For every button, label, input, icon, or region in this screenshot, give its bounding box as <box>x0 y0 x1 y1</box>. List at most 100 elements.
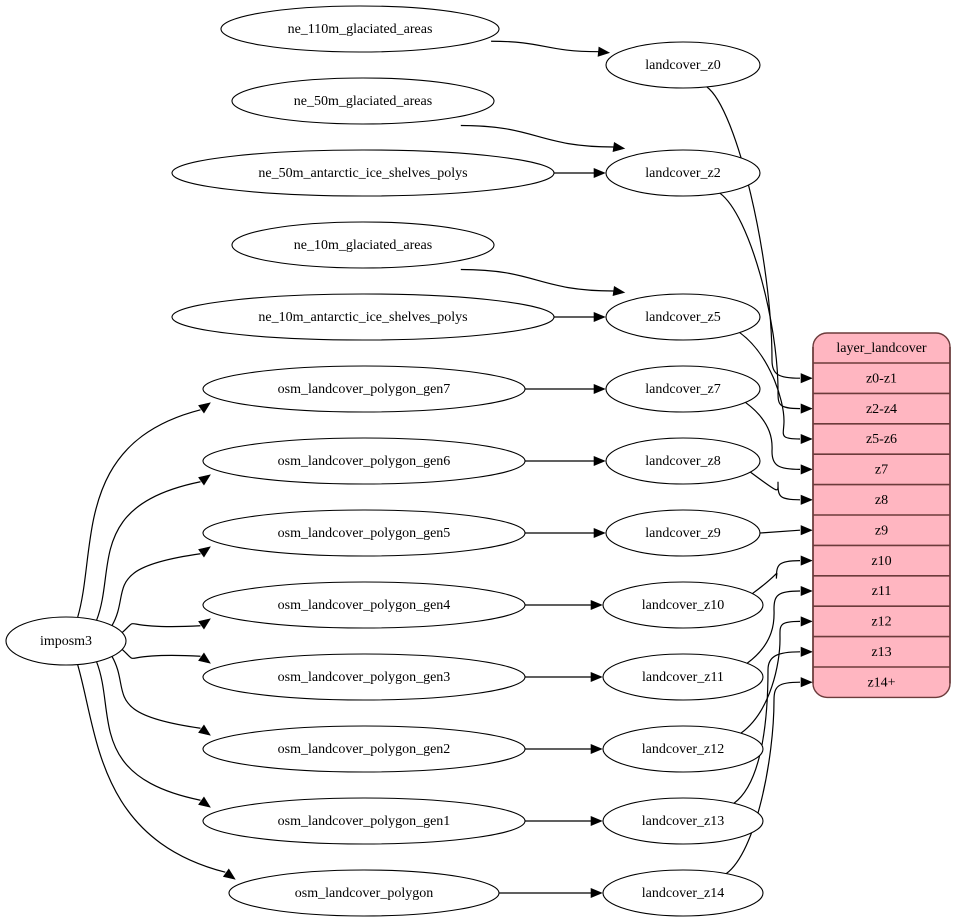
table-row-z10[interactable]: z10 <box>871 554 891 569</box>
node-osm_landcover_polygon_gen1[interactable]: osm_landcover_polygon_gen1 <box>202 797 526 845</box>
node-ellipse <box>171 293 555 341</box>
edge-arrowhead <box>198 618 211 630</box>
edge-arrowhead <box>590 671 603 683</box>
node-label: imposm3 <box>40 634 92 649</box>
node-ne_50m_antarctic_ice_shelves_polys[interactable]: ne_50m_antarctic_ice_shelves_polys <box>171 149 555 197</box>
node-label: landcover_z7 <box>645 382 720 397</box>
node-ellipse <box>202 365 526 413</box>
node-label: landcover_z9 <box>645 526 720 541</box>
edge-ne_50m_glaciated_areas-to-landcover_z2 <box>460 124 614 148</box>
node-ellipse <box>228 869 500 917</box>
table-header-label: layer_landcover <box>836 341 927 356</box>
table-row-z0-z1[interactable]: z0-z1 <box>866 371 897 386</box>
node-ellipse <box>202 653 526 701</box>
node-osm_landcover_polygon[interactable]: osm_landcover_polygon <box>228 869 500 917</box>
node-label: ne_50m_antarctic_ice_shelves_polys <box>258 166 467 181</box>
node-ellipse <box>202 797 526 845</box>
table-row-z8[interactable]: z8 <box>875 493 888 508</box>
edge-arrowhead <box>800 555 813 566</box>
edge-arrowhead <box>593 383 606 395</box>
node-ellipse <box>605 365 761 413</box>
table-row-z9[interactable]: z9 <box>875 523 888 538</box>
edge-arrowhead <box>800 616 813 627</box>
edge-arrowhead <box>198 724 211 736</box>
edge-imposm3-to-osm_landcover_polygon_gen6 <box>95 481 201 621</box>
edge-layer <box>77 40 813 899</box>
edge-landcover_z7-to-row-z7 <box>745 401 801 470</box>
node-osm_landcover_polygon_gen4[interactable]: osm_landcover_polygon_gen4 <box>202 581 526 629</box>
layer-landcover-table: layer_landcover z0-z1 z2-z4 z5-z6 z7 z8 z9 z10 z… <box>812 332 951 699</box>
node-landcover_z11[interactable]: landcover_z11 <box>602 653 764 701</box>
node-landcover_z10[interactable]: landcover_z10 <box>602 581 764 629</box>
node-ellipse <box>602 725 764 773</box>
node-landcover_z2[interactable]: landcover_z2 <box>605 149 761 197</box>
node-osm_landcover_polygon_gen2[interactable]: osm_landcover_polygon_gen2 <box>202 725 526 773</box>
table-row-z12[interactable]: z12 <box>871 615 891 630</box>
node-label: ne_50m_glaciated_areas <box>294 94 432 109</box>
node-label: landcover_z2 <box>645 166 720 181</box>
node-layer: ne_110m_glaciated_areas ne_50m_glaciated_… <box>5 5 764 917</box>
node-ellipse <box>231 77 495 125</box>
edge-arrowhead <box>198 474 211 486</box>
table-row-z2-z4[interactable]: z2-z4 <box>866 402 897 417</box>
node-label: landcover_z12 <box>642 742 724 757</box>
node-ne_10m_antarctic_ice_shelves_polys[interactable]: ne_10m_antarctic_ice_shelves_polys <box>171 293 555 341</box>
node-ne_50m_glaciated_areas[interactable]: ne_50m_glaciated_areas <box>231 77 495 125</box>
edge-arrowhead <box>800 525 813 536</box>
edge-arrowhead <box>800 677 813 688</box>
table-row-z14+[interactable]: z14+ <box>867 675 895 690</box>
node-osm_landcover_polygon_gen6[interactable]: osm_landcover_polygon_gen6 <box>202 437 526 485</box>
node-label: osm_landcover_polygon_gen7 <box>278 382 451 397</box>
node-ne_10m_glaciated_areas[interactable]: ne_10m_glaciated_areas <box>231 221 495 269</box>
edge-imposm3-to-osm_landcover_polygon <box>77 664 226 873</box>
node-landcover_z7[interactable]: landcover_z7 <box>605 365 761 413</box>
table-row-z11[interactable]: z11 <box>872 584 892 599</box>
node-label: ne_10m_glaciated_areas <box>294 238 432 253</box>
node-osm_landcover_polygon_gen3[interactable]: osm_landcover_polygon_gen3 <box>202 653 526 701</box>
edge-arrowhead <box>612 285 626 296</box>
edge-arrowhead <box>590 599 603 611</box>
edge-arrowhead <box>800 403 813 414</box>
edge-arrowhead <box>593 455 606 467</box>
node-landcover_z8[interactable]: landcover_z8 <box>605 437 761 485</box>
table-row-z13[interactable]: z13 <box>871 645 891 660</box>
node-osm_landcover_polygon_gen7[interactable]: osm_landcover_polygon_gen7 <box>202 365 526 413</box>
node-landcover_z5[interactable]: landcover_z5 <box>605 293 761 341</box>
edge-ne_10m_glaciated_areas-to-landcover_z5 <box>460 268 614 292</box>
node-imposm3[interactable]: imposm3 <box>5 616 127 666</box>
edge-landcover_z14-to-row-z14+ <box>725 681 801 875</box>
edge-arrowhead <box>800 646 813 657</box>
node-ellipse <box>605 41 761 89</box>
table-row-z5-z6[interactable]: z5-z6 <box>866 432 897 447</box>
node-landcover_z9[interactable]: landcover_z9 <box>605 509 761 557</box>
node-label: osm_landcover_polygon_gen4 <box>278 598 451 613</box>
edge-arrowhead <box>593 527 606 539</box>
edge-arrowhead <box>800 494 813 505</box>
node-ne_110m_glaciated_areas[interactable]: ne_110m_glaciated_areas <box>220 5 500 53</box>
node-label: osm_landcover_polygon_gen2 <box>278 742 451 757</box>
node-ellipse <box>202 581 526 629</box>
node-landcover_z14[interactable]: landcover_z14 <box>602 869 764 917</box>
edge-arrowhead <box>800 585 813 597</box>
node-ellipse <box>171 149 555 197</box>
node-landcover_z13[interactable]: landcover_z13 <box>602 797 764 845</box>
edge-imposm3-to-osm_landcover_polygon_gen4 <box>121 623 201 634</box>
node-landcover_z0[interactable]: landcover_z0 <box>605 41 761 89</box>
edge-arrowhead <box>590 743 603 755</box>
node-label: landcover_z11 <box>642 670 724 685</box>
edge-imposm3-to-osm_landcover_polygon_gen2 <box>111 656 201 729</box>
edge-arrowhead <box>222 868 236 880</box>
node-ellipse <box>602 653 764 701</box>
node-label: osm_landcover_polygon_gen6 <box>278 454 451 469</box>
edge-landcover_z9-to-row-z9 <box>759 529 801 534</box>
node-osm_landcover_polygon_gen5[interactable]: osm_landcover_polygon_gen5 <box>202 509 526 557</box>
edge-arrowhead <box>800 464 813 475</box>
node-label: osm_landcover_polygon_gen1 <box>278 814 451 829</box>
node-landcover_z12[interactable]: landcover_z12 <box>602 725 764 773</box>
node-label: landcover_z5 <box>645 310 720 325</box>
node-label: landcover_z0 <box>645 58 720 73</box>
edge-landcover_z11-to-row-z11 <box>746 590 801 664</box>
table-row-z7[interactable]: z7 <box>875 463 888 478</box>
edge-arrowhead <box>597 46 611 57</box>
